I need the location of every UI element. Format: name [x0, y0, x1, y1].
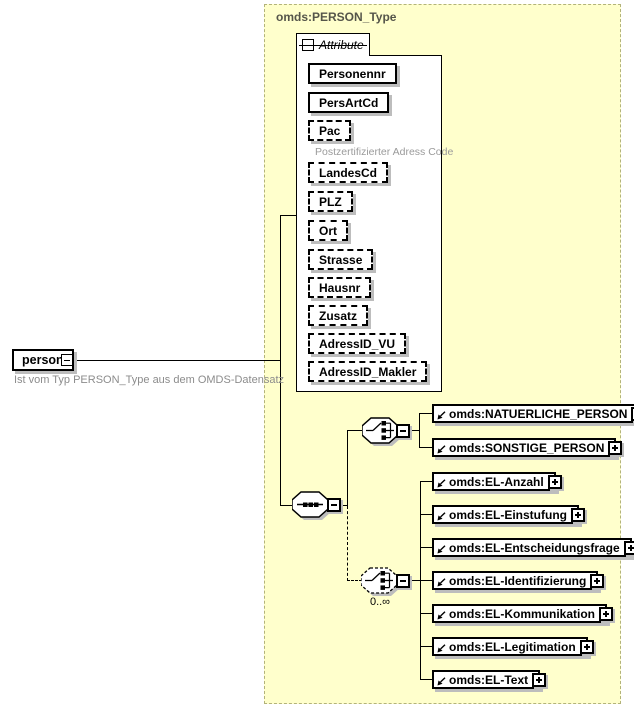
connector-to-attributes	[280, 215, 296, 216]
attribute-persartcd[interactable]: PersArtCd	[308, 92, 390, 113]
connector-stub-el-einstufung	[420, 514, 432, 515]
reference-arrow-icon	[437, 677, 446, 686]
element-label: omds:EL-Entscheidungsfrage	[449, 540, 620, 555]
element-label: omds:SONSTIGE_PERSON	[449, 440, 605, 455]
connector-sequence-out	[340, 505, 348, 506]
expand-plus-icon[interactable]	[579, 639, 594, 654]
connector-sequence-to-choice1	[347, 430, 348, 506]
attribute-label: Personennr	[319, 66, 386, 81]
reference-arrow-icon	[437, 545, 446, 554]
expand-plus-icon[interactable]	[590, 573, 605, 588]
attribute-pac[interactable]: Pac	[308, 120, 352, 141]
attribute-label: Pac	[319, 123, 341, 138]
attribute-label: AdressID_Makler	[319, 364, 417, 379]
element-el-anzahl[interactable]: omds:EL-Anzahl	[432, 472, 562, 491]
complex-type-label: omds:PERSON_Type	[276, 10, 397, 24]
choice-icon[interactable]	[362, 417, 403, 447]
expand-plus-icon[interactable]	[547, 474, 562, 489]
expand-plus-icon[interactable]	[532, 672, 547, 687]
reference-arrow-icon	[437, 611, 446, 620]
attribute-zusatz[interactable]: Zusatz	[308, 305, 369, 326]
attribute-hausnr[interactable]: Hausnr	[308, 277, 372, 298]
attribute-label: AdressID_VU	[319, 336, 396, 351]
reference-arrow-icon	[437, 578, 446, 587]
connector-stub-natuerliche	[419, 413, 432, 414]
root-element-label: person	[22, 353, 64, 367]
attribute-plz[interactable]: PLZ	[308, 191, 353, 212]
connector-to-sequence	[280, 505, 295, 506]
attribute-strasse[interactable]: Strasse	[308, 249, 374, 270]
connector-choice2-out	[409, 580, 420, 581]
reference-arrow-icon	[437, 479, 446, 488]
attributes-collapse-minus-icon[interactable]	[302, 39, 314, 51]
attribute-personennr[interactable]: Personennr	[308, 63, 397, 84]
expand-plus-icon[interactable]	[631, 406, 634, 421]
expand-plus-icon[interactable]	[623, 540, 634, 555]
connector-sequence-to-choice2-dashed	[347, 506, 348, 581]
connector-choice1-out	[409, 430, 419, 431]
attribute-landescd[interactable]: LandesCd	[308, 162, 389, 183]
attribute-label: LandesCd	[319, 165, 378, 180]
expand-plus-icon[interactable]	[608, 440, 623, 455]
sequence-collapse-minus-icon[interactable]	[327, 498, 341, 512]
attribute-pac-annotation: Postzertifizierter Adress Code	[315, 146, 454, 158]
connector-trunk-main	[280, 215, 281, 506]
element-label: omds:EL-Text	[449, 672, 529, 687]
connector-stub-sonstige	[419, 447, 432, 448]
choice1-collapse-minus-icon[interactable]	[396, 424, 410, 438]
element-el-entscheidungsfrage[interactable]: omds:EL-Entscheidungsfrage	[432, 538, 634, 557]
element-label: omds:EL-Anzahl	[449, 474, 544, 489]
attributes-tab[interactable]: Attribute	[296, 33, 370, 56]
connector-stub-el-anzahl	[420, 481, 432, 482]
connector-stub-el-identifizierung	[420, 580, 432, 581]
attribute-adressid-vu[interactable]: AdressID_VU	[308, 333, 407, 354]
element-label: omds:EL-Einstufung	[449, 507, 567, 522]
attribute-adressid-makler[interactable]: AdressID_Makler	[308, 361, 428, 382]
sequence-icon[interactable]	[292, 491, 333, 521]
element-natuerliche-person[interactable]: omds:NATUERLICHE_PERSON	[432, 404, 634, 423]
element-label: omds:EL-Kommunikation	[449, 606, 595, 621]
connector-root-to-tree	[72, 360, 280, 361]
element-el-einstufung[interactable]: omds:EL-Einstufung	[432, 505, 585, 524]
connector-choice1-in	[347, 430, 363, 431]
element-el-kommunikation[interactable]: omds:EL-Kommunikation	[432, 604, 613, 623]
element-el-identifizierung[interactable]: omds:EL-Identifizierung	[432, 571, 605, 590]
attribute-ort[interactable]: Ort	[308, 220, 348, 241]
attribute-label: PLZ	[319, 194, 342, 209]
element-label: omds:EL-Legitimation	[449, 639, 576, 654]
root-expander-minus-icon[interactable]	[61, 354, 73, 366]
attribute-label: Zusatz	[319, 308, 358, 323]
choice-optional-icon[interactable]	[361, 567, 402, 597]
choice2-collapse-minus-icon[interactable]	[396, 574, 410, 588]
connector-stub-el-text	[420, 679, 432, 680]
connector-stub-el-entscheidungsfrage	[420, 547, 432, 548]
reference-arrow-icon	[437, 644, 446, 653]
expand-plus-icon[interactable]	[599, 606, 613, 621]
attribute-label: Hausnr	[319, 280, 361, 295]
element-el-text[interactable]: omds:EL-Text	[432, 670, 547, 689]
root-annotation: Ist vom Typ PERSON_Type aus dem OMDS-Dat…	[14, 374, 285, 386]
attribute-label: Ort	[319, 223, 337, 238]
connector-choice2-in-dashed	[347, 580, 362, 581]
reference-arrow-icon	[437, 445, 446, 454]
root-element-person[interactable]: person	[12, 349, 74, 371]
expand-plus-icon[interactable]	[570, 507, 585, 522]
element-label: omds:NATUERLICHE_PERSON	[449, 406, 628, 421]
connector-stub-el-kommunikation	[420, 613, 432, 614]
connector-stub-el-legitimation	[420, 646, 432, 647]
element-el-legitimation[interactable]: omds:EL-Legitimation	[432, 637, 594, 656]
attribute-label: PersArtCd	[319, 95, 379, 110]
reference-arrow-icon	[437, 411, 446, 420]
element-label: omds:EL-Identifizierung	[449, 573, 587, 588]
reference-arrow-icon	[437, 512, 446, 521]
element-sonstige-person[interactable]: omds:SONSTIGE_PERSON	[432, 438, 623, 457]
connector-choice1-trunk	[419, 413, 420, 448]
attribute-label: Strasse	[319, 252, 363, 267]
choice2-occurrence-label: 0..∞	[369, 596, 391, 608]
